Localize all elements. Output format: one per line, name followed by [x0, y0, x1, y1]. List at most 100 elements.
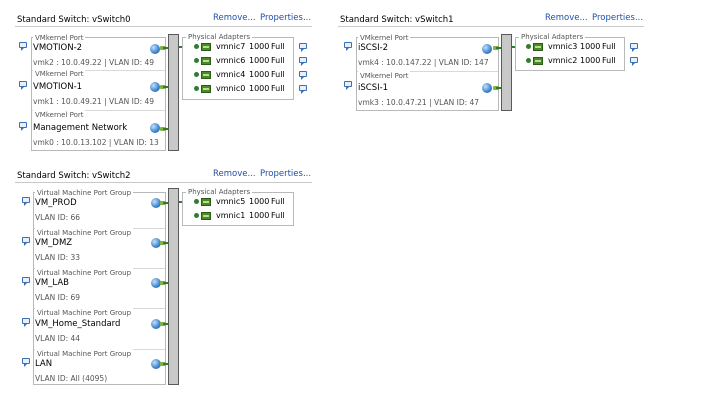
vswitch1-physical-adapters: Physical Adapters [515, 32, 625, 71]
speech-bubble-icon[interactable] [22, 237, 30, 246]
speech-bubble-icon[interactable] [19, 42, 27, 51]
network-card-icon [533, 43, 543, 51]
speech-bubble-icon[interactable] [344, 81, 352, 90]
adapter-name[interactable]: vmnic4 [216, 70, 246, 79]
port-type-label: VMkernel Port [33, 33, 86, 43]
adapter-name[interactable]: vmnic3 [548, 42, 578, 51]
globe-network-icon[interactable] [150, 123, 160, 133]
physical-adapters-label: Physical Adapters [519, 32, 586, 42]
port-type-label: Virtual Machine Port Group [35, 308, 134, 318]
adapter-connector [194, 213, 199, 218]
port-type-label: Virtual Machine Port Group [35, 228, 134, 238]
speech-bubble-icon[interactable] [299, 71, 307, 80]
globe-network-icon[interactable] [151, 238, 161, 248]
vswitch1-properties-link[interactable]: Properties... [592, 13, 644, 23]
port-separator [32, 110, 165, 111]
port-type-label: Virtual Machine Port Group [35, 349, 134, 359]
vswitch2-properties-link[interactable]: Properties... [260, 169, 312, 179]
port-type-label: VMkernel Port [358, 33, 411, 43]
port-name[interactable]: VM_PROD [35, 198, 77, 208]
vswitch2-port-group: Virtual Machine Port Group VM_PROD VLAN … [33, 188, 166, 385]
vswitch1-header-rule [338, 26, 644, 27]
vswitch1-remove-link[interactable]: Remove... [545, 13, 588, 23]
adapter-name[interactable]: vmnic1 [216, 211, 246, 220]
speech-bubble-icon[interactable] [22, 277, 30, 286]
vswitch0-properties-link[interactable]: Properties... [260, 13, 312, 23]
adapter-speed: 1000 [249, 197, 270, 206]
adapter-name[interactable]: vmnic0 [216, 84, 246, 93]
port-type-label: VMkernel Port [33, 69, 86, 79]
wire [163, 282, 168, 284]
vswitch2-title: Standard Switch: vSwitch2 [17, 171, 131, 181]
vswitch1-port-group: VMkernel Port iSCSI-2 vmk4 : 10.0.147.22… [356, 33, 499, 111]
adapter-connector [526, 58, 531, 63]
globe-network-icon[interactable] [482, 44, 492, 54]
speech-bubble-icon[interactable] [299, 85, 307, 94]
port-separator [357, 71, 498, 72]
speech-bubble-icon[interactable] [299, 43, 307, 52]
port-info: vmk3 : 10.0.47.21 | VLAN ID: 47 [358, 98, 480, 107]
adapter-name[interactable]: vmnic7 [216, 42, 246, 51]
adapter-name[interactable]: vmnic5 [216, 197, 246, 206]
adapter-speed: 1000 [249, 42, 270, 51]
adapter-name[interactable]: vmnic2 [548, 56, 578, 65]
port-name[interactable]: VMOTION-2 [33, 43, 83, 53]
globe-network-icon[interactable] [151, 278, 161, 288]
network-card-icon [201, 43, 211, 51]
vswitch0-physical-adapters: Physical Adapters [182, 32, 294, 100]
vswitch2-remove-link[interactable]: Remove... [213, 169, 256, 179]
adapter-speed: 1000 [249, 70, 270, 79]
adapter-speed: 1000 [580, 56, 601, 65]
speech-bubble-icon[interactable] [299, 57, 307, 66]
adapter-name[interactable]: vmnic6 [216, 56, 246, 65]
globe-network-icon[interactable] [150, 82, 160, 92]
port-type-label: VMkernel Port [33, 110, 86, 120]
globe-network-icon[interactable] [482, 83, 492, 93]
adapter-duplex: Full [271, 84, 285, 93]
speech-bubble-icon[interactable] [19, 81, 27, 90]
adapter-connector [194, 44, 199, 49]
vswitch1-title: Standard Switch: vSwitch1 [340, 15, 454, 25]
port-type-label: Virtual Machine Port Group [35, 268, 134, 278]
vswitch0-remove-link[interactable]: Remove... [213, 13, 256, 23]
physical-adapters-label: Physical Adapters [186, 187, 253, 197]
adapter-connector [194, 86, 199, 91]
adapter-speed: 1000 [249, 84, 270, 93]
port-info: vmk1 : 10.0.49.21 | VLAN ID: 49 [33, 97, 155, 106]
speech-bubble-icon[interactable] [19, 122, 27, 131]
speech-bubble-icon[interactable] [22, 197, 30, 206]
adapter-connector [194, 199, 199, 204]
adapter-speed: 1000 [249, 211, 270, 220]
speech-bubble-icon[interactable] [344, 42, 352, 51]
adapter-duplex: Full [271, 211, 285, 220]
speech-bubble-icon[interactable] [630, 43, 638, 52]
speech-bubble-icon[interactable] [22, 358, 30, 367]
port-name[interactable]: VM_Home_Standard [35, 319, 121, 329]
wire [163, 128, 168, 130]
network-card-icon [201, 85, 211, 93]
speech-bubble-icon[interactable] [22, 318, 30, 327]
globe-network-icon[interactable] [150, 44, 160, 54]
port-name[interactable]: iSCSI-1 [358, 83, 389, 93]
globe-network-icon[interactable] [151, 359, 161, 369]
adapter-connector [526, 44, 531, 49]
port-name[interactable]: LAN [35, 359, 53, 369]
vswitch0-header-rule [15, 26, 312, 27]
port-name[interactable]: iSCSI-2 [358, 43, 389, 53]
vswitch2-header-rule [15, 182, 312, 183]
port-name[interactable]: Management Network [33, 123, 128, 133]
port-name[interactable]: VM_LAB [35, 278, 69, 288]
port-name[interactable]: VMOTION-1 [33, 82, 83, 92]
globe-network-icon[interactable] [151, 319, 161, 329]
wire [496, 87, 501, 89]
network-card-icon [201, 71, 211, 79]
wire [163, 202, 168, 204]
speech-bubble-icon[interactable] [630, 57, 638, 66]
adapter-connector [194, 72, 199, 77]
globe-network-icon[interactable] [151, 198, 161, 208]
port-info: vmk4 : 10.0.147.22 | VLAN ID: 147 [358, 58, 489, 67]
adapter-duplex: Full [602, 56, 616, 65]
port-info: vmk2 : 10.0.49.22 | VLAN ID: 49 [33, 58, 155, 67]
port-name[interactable]: VM_DMZ [35, 238, 73, 248]
port-info: VLAN ID: 69 [35, 293, 81, 302]
